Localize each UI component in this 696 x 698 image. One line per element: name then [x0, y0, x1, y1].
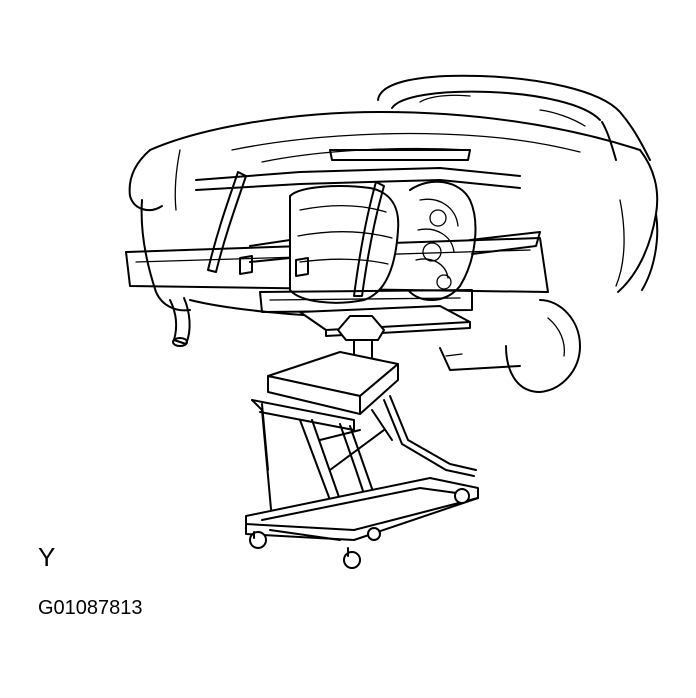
transmission-jack [245, 305, 479, 569]
view-letter-label: Y [38, 542, 56, 572]
figure-code-label: G01087813 [38, 597, 143, 619]
rear-axle-assembly [195, 167, 541, 313]
